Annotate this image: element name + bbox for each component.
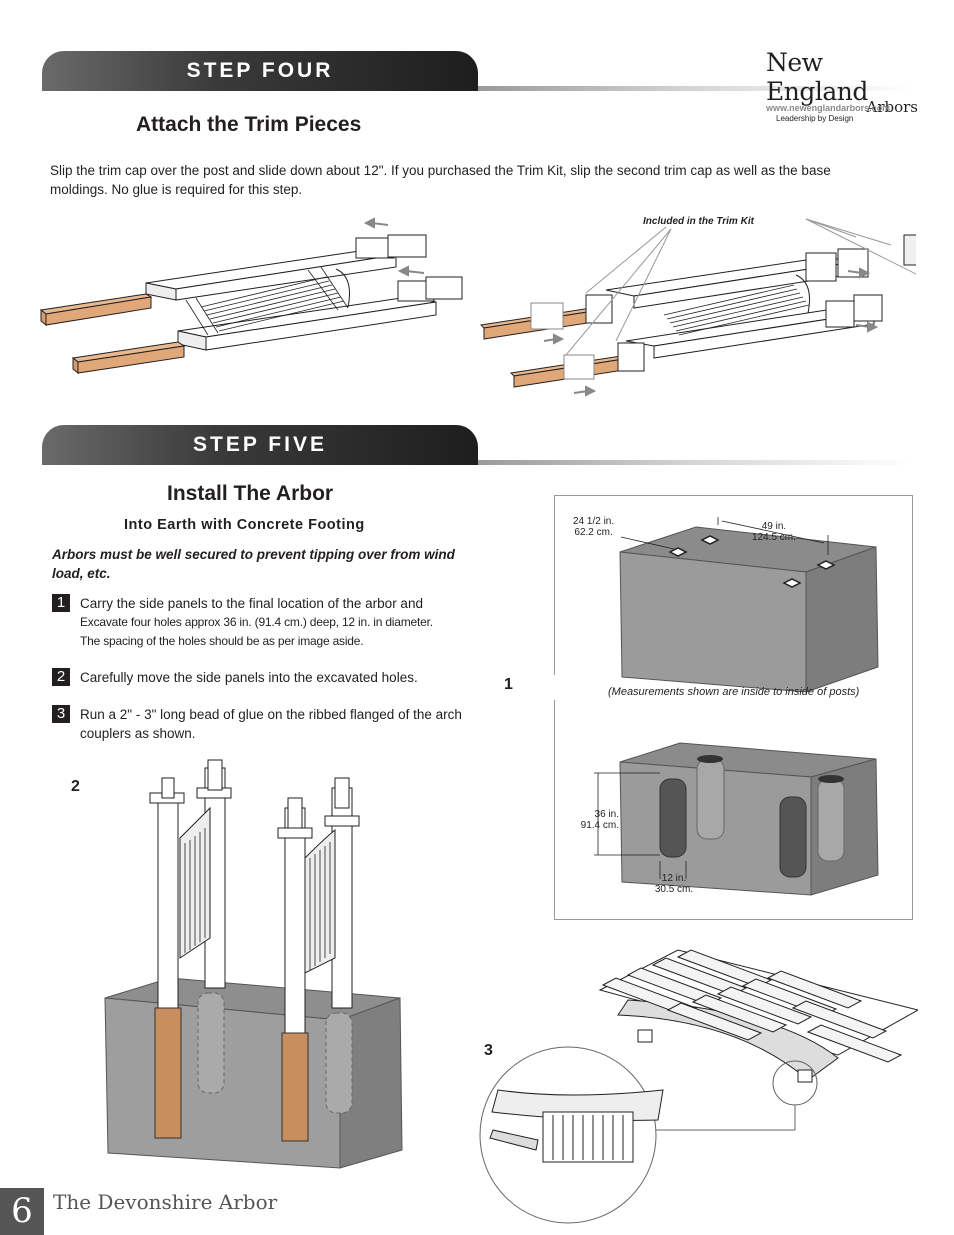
diagram-1-frame-right [912,495,913,920]
brand-logo: New England Arbors Leadership by Design [766,48,918,123]
step-five-title: STEP FIVE [193,433,327,456]
logo-tagline: Leadership by Design [776,114,854,123]
right-panel-drawing [479,218,916,388]
logo-name: New England [766,48,868,106]
step-3-text: Run a 2" - 3" long bead of glue on the r… [80,707,462,741]
dim-length-in: 49 in. [761,521,787,532]
dim-width-in: 24 1/2 in. [573,516,615,527]
dim-depth-in: 36 in. [594,809,619,820]
step-2-text: Carefully move the side panels into the … [80,670,418,685]
step-number-2: 2 [52,668,70,686]
step-number-1: 1 [52,594,70,612]
magnifier-icon [479,1046,818,1224]
dim-dia-cm: 30.5 cm. [654,884,694,895]
dim-diameter: 12 in. 30.5 cm. [652,873,696,895]
diagram-label-2: 2 [71,778,80,795]
dim-length-cm: 124.5 cm. [752,532,796,543]
warning-text: Arbors must be well secured to prevent t… [52,547,455,581]
arrow-icon [543,267,879,397]
dim-dia-in: 12 in. [661,873,687,884]
measurement-note: (Measurements shown are inside to inside… [608,686,860,698]
page-number: 6 [0,1188,44,1235]
step-1-line-1: Carry the side panels to the final locat… [80,596,423,611]
dim-length: 49 in. 124.5 cm. [752,521,796,543]
dim-width: 24 1/2 in. 62.2 cm. [573,516,614,538]
logo-url: www.newenglandarbors.com [766,103,891,113]
arch-coupler-diagram [479,949,918,1224]
dim-depth-cm: 91.4 cm. [580,820,619,831]
step-four-banner: STEP FOUR [42,51,478,91]
diagram-label-1: 1 [504,676,519,694]
step-five-banner: STEP FIVE [42,425,478,465]
footing-layout-diagram [594,517,879,896]
step-1-line-2: Excavate four holes approx 36 in. (91.4 … [80,615,433,629]
post-hole-shaft [659,755,845,878]
trim-kit-label: Included in the Trim Kit [643,216,754,227]
footer-title: The Devonshire Arbor [53,1190,278,1214]
step-four-title: STEP FOUR [186,59,334,82]
arch-top-drawing [598,949,918,1083]
step-five-rule [478,460,914,465]
post-hole-marker [668,535,836,588]
step-number-3: 3 [52,705,70,723]
step-four-heading: Attach the Trim Pieces [136,113,362,136]
step-five-subheading: Into Earth with Concrete Footing [124,517,365,533]
step-five-heading: Install The Arbor [167,482,334,505]
trim-pieces-illustration [39,217,916,397]
arrow-icon [363,217,425,277]
step-four-rule [478,86,914,91]
dim-width-cm: 62.2 cm. [574,527,613,538]
step-1-text: Carry the side panels to the final locat… [80,594,475,651]
left-panel-drawing [39,234,463,375]
panels-in-holes-diagram [104,759,403,1169]
logo-sub: Arbors [866,98,918,116]
diagram-label-3: 3 [484,1042,493,1059]
diagram-1-frame [554,495,913,920]
step-four-text: Slip the trim cap over the post and slid… [50,163,831,197]
dim-depth: 36 in. 91.4 cm. [575,809,619,831]
step-1-line-3: The spacing of the holes should be as pe… [80,634,364,648]
right-panel-drawing [277,777,360,1142]
left-panel-drawing [149,759,232,1139]
